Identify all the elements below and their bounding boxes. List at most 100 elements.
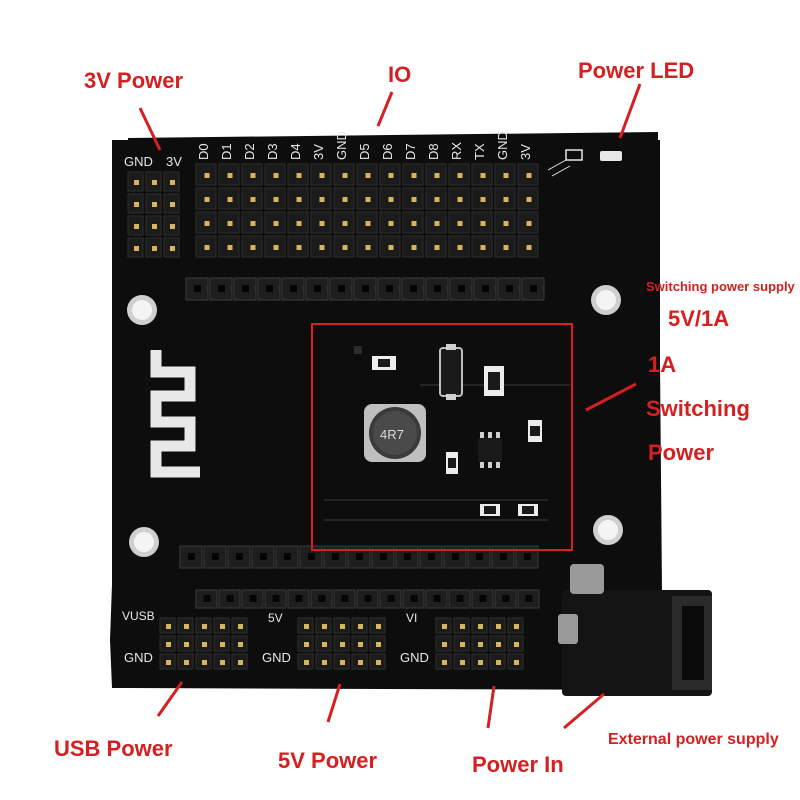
header-pin bbox=[177, 617, 194, 634]
header-pin bbox=[195, 653, 212, 670]
socket-hole bbox=[497, 277, 521, 301]
header-pin bbox=[471, 235, 493, 258]
header-pin bbox=[213, 635, 230, 652]
callout-power-led: Power LED bbox=[578, 58, 695, 83]
socket-hole bbox=[515, 545, 539, 569]
header-pin bbox=[369, 653, 386, 670]
header-pin bbox=[517, 163, 539, 186]
callout-power: Power bbox=[648, 440, 715, 465]
header-pin bbox=[310, 187, 332, 210]
mounting-hole bbox=[129, 527, 159, 557]
header-pin bbox=[494, 163, 516, 186]
label-gnd-vi: GND bbox=[400, 650, 429, 665]
header-pin bbox=[195, 235, 217, 258]
label-gnd-usb: GND bbox=[124, 650, 153, 665]
label-vi: VI bbox=[406, 611, 417, 625]
header-pin bbox=[453, 635, 470, 652]
header-pin bbox=[145, 237, 162, 258]
socket-hole bbox=[402, 589, 425, 609]
header-pin bbox=[218, 235, 240, 258]
io-pin-label: GND bbox=[334, 131, 349, 160]
header-pin bbox=[471, 187, 493, 210]
socket-hole bbox=[425, 277, 449, 301]
io-pin-label: D2 bbox=[242, 143, 257, 160]
label-3v-top: 3V bbox=[166, 154, 182, 169]
header-pin bbox=[241, 211, 263, 234]
callout-io: IO bbox=[388, 62, 412, 87]
header-pin bbox=[127, 171, 144, 192]
female-socket-top bbox=[185, 277, 545, 301]
label-vusb: VUSB bbox=[122, 609, 155, 623]
header-pin bbox=[369, 635, 386, 652]
callout-external-supply: External power supply bbox=[608, 731, 779, 748]
socket-hole bbox=[353, 277, 377, 301]
io-pin-label: 3V bbox=[518, 144, 533, 160]
header-pin bbox=[351, 653, 368, 670]
header-pin bbox=[402, 187, 424, 210]
header-pin bbox=[163, 237, 180, 258]
io-pin-label: RX bbox=[449, 142, 464, 160]
header-pin bbox=[310, 163, 332, 186]
header-pin bbox=[127, 193, 144, 214]
header-pin bbox=[402, 163, 424, 186]
header-pin bbox=[287, 235, 309, 258]
socket-hole bbox=[333, 589, 356, 609]
switching-module-highlight bbox=[311, 323, 573, 551]
socket-hole bbox=[379, 589, 402, 609]
header-pin bbox=[333, 653, 350, 670]
socket-hole bbox=[287, 589, 310, 609]
mounting-hole bbox=[593, 515, 623, 545]
header-pin bbox=[195, 617, 212, 634]
socket-hole bbox=[281, 277, 305, 301]
bottom-pin-row bbox=[195, 589, 540, 609]
header-pin bbox=[195, 163, 217, 186]
header-pin bbox=[356, 211, 378, 234]
header-pin bbox=[287, 187, 309, 210]
header-pin bbox=[241, 163, 263, 186]
antenna-silkscreen bbox=[150, 350, 200, 478]
socket-hole bbox=[494, 589, 517, 609]
socket-hole bbox=[449, 277, 473, 301]
socket-hole bbox=[257, 277, 281, 301]
header-pin bbox=[453, 653, 470, 670]
header-pin bbox=[231, 653, 248, 670]
header-pin bbox=[333, 617, 350, 634]
socket-hole bbox=[473, 277, 497, 301]
header-pin bbox=[213, 653, 230, 670]
smd-resistor bbox=[528, 420, 542, 442]
header-pin bbox=[425, 187, 447, 210]
header-pin bbox=[356, 187, 378, 210]
io-pin-label: D4 bbox=[288, 143, 303, 160]
callout-rating: 5V/1A bbox=[668, 306, 730, 331]
header-pin bbox=[489, 635, 506, 652]
label-5v: 5V bbox=[268, 611, 283, 625]
header-pin bbox=[333, 235, 355, 258]
io-header bbox=[195, 163, 539, 258]
header-pin bbox=[195, 635, 212, 652]
socket-hole bbox=[203, 545, 227, 569]
header-pin bbox=[264, 211, 286, 234]
socket-hole bbox=[227, 545, 251, 569]
header-pin bbox=[315, 653, 332, 670]
label-gnd-5v: GND bbox=[262, 650, 291, 665]
socket-hole bbox=[471, 589, 494, 609]
socket-hole bbox=[329, 277, 353, 301]
io-pin-label: D0 bbox=[196, 143, 211, 160]
socket-hole bbox=[419, 545, 443, 569]
smd-resistor bbox=[518, 504, 538, 516]
io-pin-label: D6 bbox=[380, 143, 395, 160]
header-pin bbox=[333, 635, 350, 652]
header-pin bbox=[218, 163, 240, 186]
callout-switching: Switching bbox=[646, 396, 750, 421]
io-pin-label: D1 bbox=[219, 143, 234, 160]
header-pin bbox=[159, 635, 176, 652]
header-pin bbox=[195, 211, 217, 234]
io-pin-label: 3V bbox=[311, 144, 326, 160]
header-pin bbox=[425, 163, 447, 186]
header-pin bbox=[471, 635, 488, 652]
header-pin bbox=[435, 635, 452, 652]
io-pin-label: D8 bbox=[426, 143, 441, 160]
female-socket-bottom bbox=[179, 545, 539, 569]
